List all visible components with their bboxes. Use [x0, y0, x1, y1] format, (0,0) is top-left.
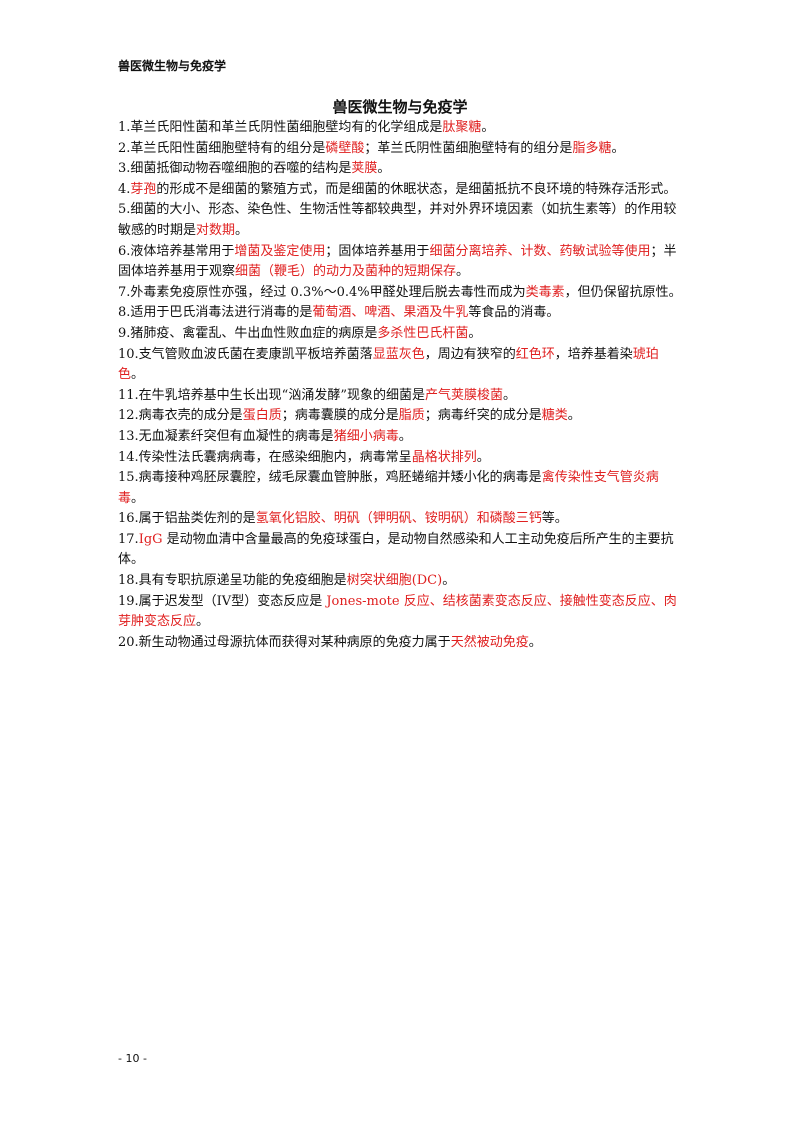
- answer-highlight: 葡萄酒、啤酒、果酒及牛乳: [312, 305, 469, 321]
- answer-highlight: IgG: [138, 531, 163, 547]
- question-text: 。: [611, 140, 625, 156]
- question-text: ；固体培养基用于: [325, 243, 430, 259]
- question-text: 的形成不是细菌的繁殖方式，而是细菌的休眠状态，是细菌抵抗不良环境的特殊存活形式。: [156, 181, 677, 197]
- list-item: 5.细菌的大小、形态、染色性、生物活性等都较典型，并对外界环境因素（如抗生素等）…: [118, 200, 684, 241]
- list-item: 6.液体培养基常用于增菌及鉴定使用；固体培养基用于细菌分离培养、计数、药敏试验等…: [118, 242, 684, 283]
- list-item: 9.猪肺疫、禽霍乱、牛出血性败血症的病原是多杀性巴氏杆菌。: [118, 324, 684, 345]
- answer-highlight: 天然被动免疫: [450, 634, 529, 650]
- answer-highlight: 增菌及鉴定使用: [234, 243, 326, 259]
- list-item: 11.在牛乳培养基中生长出现“汹涌发酵”现象的细菌是产气荚膜梭菌。: [118, 386, 684, 407]
- list-item: 16.属于铝盐类佐剂的是氢氧化铝胶、明矾（钾明矾、铵明矾）和磷酸三钙等。: [118, 509, 684, 530]
- question-text: 。: [235, 222, 249, 238]
- list-item: 8.适用于巴氏消毒法进行消毒的是葡萄酒、啤酒、果酒及牛乳等食品的消毒。: [118, 303, 684, 324]
- question-text: 。: [528, 634, 542, 650]
- question-text: ，周边有狭窄的: [424, 346, 516, 362]
- question-text: 10.支气管败血波氏菌在麦康凯平板培养菌落: [118, 346, 373, 362]
- question-text: 5.细菌的大小、形态、染色性、生物活性等都较典型，并对外界环境因素（如抗生素等）…: [118, 202, 677, 238]
- answer-highlight: 蛋白质: [242, 408, 282, 424]
- question-text: ，但仍保留抗原性。: [564, 284, 682, 300]
- answer-highlight: 晶格状排列: [411, 449, 477, 465]
- question-text: 等食品的消毒。: [468, 305, 560, 321]
- question-text: 。: [456, 264, 470, 280]
- list-item: 13.无血凝素纤突但有血凝性的病毒是猪细小病毒。: [118, 427, 684, 448]
- running-header: 兽医微生物与免疫学: [118, 59, 227, 73]
- question-text: 2.革兰氏阳性菌细胞壁特有的组分是: [118, 140, 326, 156]
- list-item: 1.革兰氏阳性菌和革兰氏阴性菌细胞壁均有的化学组成是肽聚糖。: [118, 118, 684, 139]
- answer-highlight: 细菌（鞭毛）的动力及菌种的短期保存: [235, 264, 457, 280]
- question-text: 11.在牛乳培养基中生长出现“汹涌发酵”现象的细菌是: [118, 387, 425, 403]
- question-text: 。: [567, 408, 581, 424]
- answer-highlight: Jones-mote 反应、结核菌素变态反应、接触性变态反应、肉芽肿变态反应: [118, 593, 677, 630]
- question-text: 。: [481, 120, 495, 135]
- question-text: 。: [502, 387, 516, 403]
- answer-highlight: 显蓝灰色: [372, 346, 425, 362]
- question-text: 14.传染性法氏囊病病毒，在感染细胞内，病毒常呈: [118, 449, 412, 465]
- question-text: 1.革兰氏阳性菌和革兰氏阴性菌细胞壁均有的化学组成是: [118, 120, 443, 135]
- list-item: 17.IgG 是动物血清中含量最高的免疫球蛋白，是动物自然感染和人工主动免疫后所…: [118, 530, 684, 571]
- question-text: ，培养基着染: [554, 346, 633, 362]
- question-text: 12.病毒衣壳的成分是: [118, 408, 243, 424]
- question-text: ；病毒纤突的成分是: [424, 408, 542, 424]
- question-text: 7.外毒素免疫原性亦强，经过 0.3%～0.4%甲醛处理后脱去毒性而成为: [118, 284, 526, 300]
- answer-highlight: 对数期: [196, 222, 236, 238]
- answer-highlight: 氢氧化铝胶、明矾（钾明矾、铵明矾）和磷酸三钙: [255, 511, 542, 527]
- answer-highlight: 细菌分离培养、计数、药敏试验等使用: [429, 243, 651, 259]
- question-text: 。: [131, 367, 145, 383]
- list-item: 18.具有专职抗原递呈功能的免疫细胞是树突状细胞(DC)。: [118, 571, 684, 592]
- question-text: 15.病毒接种鸡胚尿囊腔，绒毛尿囊血管肿胀，鸡胚蜷缩并矮小化的病毒是: [118, 470, 542, 486]
- answer-highlight: 树突状细胞(DC): [346, 573, 443, 589]
- question-text: 18.具有专职抗原递呈功能的免疫细胞是: [118, 573, 347, 589]
- page-number: - 10 -: [118, 1052, 147, 1065]
- list-item: 2.革兰氏阳性菌细胞壁特有的组分是磷壁酸；革兰氏阴性菌细胞壁特有的组分是脂多糖。: [118, 139, 684, 160]
- answer-highlight: 脂多糖: [572, 140, 612, 156]
- question-text: 6.液体培养基常用于: [118, 243, 235, 259]
- answer-highlight: 猪细小病毒: [333, 428, 399, 444]
- question-text: 。: [131, 490, 145, 506]
- question-text: 等。: [541, 511, 568, 527]
- question-text: 4.: [118, 181, 131, 197]
- question-text: 19.属于迟发型（IV型）变态反应是: [118, 593, 327, 609]
- list-item: 7.外毒素免疫原性亦强，经过 0.3%～0.4%甲醛处理后脱去毒性而成为类毒素，…: [118, 283, 684, 304]
- list-item: 3.细菌抵御动物吞噬细胞的吞噬的结构是荚膜。: [118, 159, 684, 180]
- answer-highlight: 脂质: [398, 408, 425, 424]
- question-text: ；革兰氏阴性菌细胞壁特有的组分是: [364, 140, 573, 156]
- list-item: 12.病毒衣壳的成分是蛋白质；病毒囊膜的成分是脂质；病毒纤突的成分是糖类。: [118, 406, 684, 427]
- question-text: 。: [377, 161, 391, 177]
- list-item: 19.属于迟发型（IV型）变态反应是 Jones-mote 反应、结核菌素变态反…: [118, 592, 684, 633]
- question-text: 17.: [118, 531, 139, 547]
- question-text: 。: [476, 449, 490, 465]
- question-text: 8.适用于巴氏消毒法进行消毒的是: [118, 305, 313, 321]
- page-title: 兽医微生物与免疫学: [332, 98, 468, 116]
- question-text: 16.属于铝盐类佐剂的是: [118, 511, 256, 527]
- list-item: 15.病毒接种鸡胚尿囊腔，绒毛尿囊血管肿胀，鸡胚蜷缩并矮小化的病毒是禽传染性支气…: [118, 468, 684, 509]
- question-text: 。: [196, 614, 210, 630]
- answer-highlight: 肽聚糖: [442, 120, 482, 135]
- question-text: 。: [468, 325, 482, 341]
- answer-highlight: 产气荚膜梭菌: [424, 387, 503, 403]
- answer-highlight: 荚膜: [351, 161, 378, 177]
- question-text: 。: [442, 573, 456, 589]
- question-list: 1.革兰氏阳性菌和革兰氏阴性菌细胞壁均有的化学组成是肽聚糖。2.革兰氏阳性菌细胞…: [118, 118, 684, 653]
- question-text: ；病毒囊膜的成分是: [281, 408, 399, 424]
- question-text: 3.细菌抵御动物吞噬细胞的吞噬的结构是: [118, 161, 352, 177]
- question-text: 20.新生动物通过母源抗体而获得对某种病原的免疫力属于: [118, 634, 451, 650]
- answer-highlight: 磷壁酸: [325, 140, 365, 156]
- answer-highlight: 琥珀色: [118, 346, 659, 383]
- answer-highlight: 红色环: [515, 346, 555, 362]
- answer-highlight: 类毒素: [525, 284, 565, 300]
- answer-highlight: 多杀性巴氏杆菌: [377, 325, 469, 341]
- question-text: ；半固体培养基用于观察: [118, 243, 677, 280]
- answer-highlight: 芽孢: [130, 181, 157, 197]
- question-text: 是动物血清中含量最高的免疫球蛋白，是动物自然感染和人工主动免疫后所产生的主要抗体…: [118, 531, 674, 568]
- list-item: 14.传染性法氏囊病病毒，在感染细胞内，病毒常呈晶格状排列。: [118, 448, 684, 469]
- answer-highlight: 禽传染性支气管炎病毒: [118, 470, 659, 506]
- list-item: 20.新生动物通过母源抗体而获得对某种病原的免疫力属于天然被动免疫。: [118, 633, 684, 654]
- list-item: 4.芽孢的形成不是细菌的繁殖方式，而是细菌的休眠状态，是细菌抵抗不良环境的特殊存…: [118, 180, 684, 201]
- question-text: 。: [398, 428, 412, 444]
- answer-highlight: 糖类: [541, 408, 568, 424]
- list-item: 10.支气管败血波氏菌在麦康凯平板培养菌落显蓝灰色，周边有狭窄的红色环，培养基着…: [118, 345, 684, 386]
- question-text: 9.猪肺疫、禽霍乱、牛出血性败血症的病原是: [118, 325, 378, 341]
- question-text: 13.无血凝素纤突但有血凝性的病毒是: [118, 428, 334, 444]
